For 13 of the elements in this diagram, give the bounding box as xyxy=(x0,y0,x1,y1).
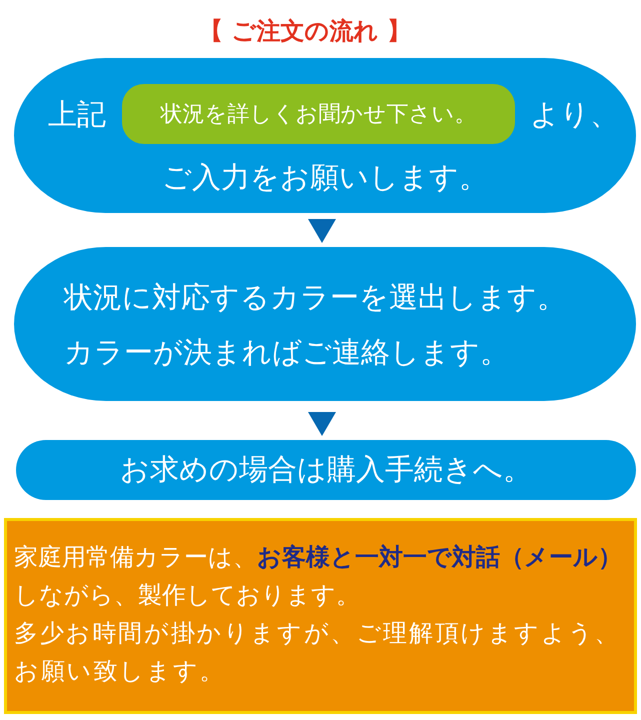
highlight-box: 状況を詳しくお聞かせ下さい。 xyxy=(122,84,515,144)
note-text: 多少お時間が掛かりますが、ご理解頂けますよう、お願い致します。 xyxy=(14,618,622,687)
step-text: お求めの場合は購入手続きへ。 xyxy=(120,452,532,486)
step-text: ご入力をお願いします。 xyxy=(162,160,488,194)
note-box xyxy=(4,518,637,714)
step-text: より、 xyxy=(530,97,619,131)
step-text: カラーが決まればご連絡します。 xyxy=(64,335,509,369)
arrow xyxy=(308,412,336,436)
step-text: 状況に対応するカラーを選出します。 xyxy=(64,280,566,314)
diagram-title: 【 ご注文の流れ 】 xyxy=(199,17,411,45)
note-text: 家庭用常備カラーは、お客様と一対一で対話（メール）しながら、製作しております。 xyxy=(14,542,623,611)
step-text: 上記 xyxy=(48,97,106,131)
arrow xyxy=(308,219,336,243)
